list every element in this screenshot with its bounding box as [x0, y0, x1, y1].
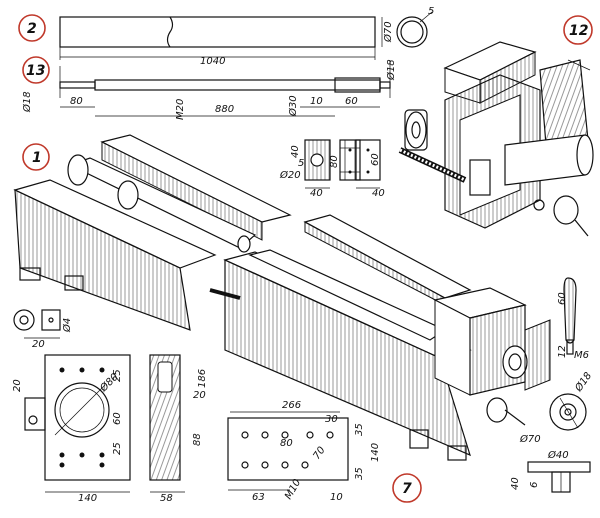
dim-wall: 5 — [428, 6, 434, 17]
callout-2: 2 — [18, 14, 46, 42]
handle-dim-m6: M6 — [574, 350, 589, 361]
front-dim-63: 63 — [252, 492, 265, 503]
plate-dim-140: 140 — [78, 493, 97, 504]
dim-60: 60 — [345, 96, 358, 107]
callout-1: 1 — [22, 143, 50, 171]
front-dim-35b: 35 — [354, 467, 365, 480]
front-plate: 266 80 70 30 35 140 35 63 M10 10 — [227, 400, 381, 503]
side-dim-186: 186 — [197, 369, 208, 388]
bracket-dim-40-right: 40 — [372, 188, 385, 199]
front-dim-30: 30 — [325, 414, 338, 425]
bracket-dim-dia20: Ø20 — [279, 169, 301, 181]
wheel-dim-dia40: Ø40 — [547, 449, 569, 461]
dim-80: 80 — [70, 96, 83, 107]
front-dim-35a: 35 — [354, 423, 365, 436]
dim-880: 880 — [215, 104, 234, 115]
dim-dia18-left: Ø18 — [21, 91, 33, 113]
tube-section-inner — [400, 20, 424, 44]
small-dim-dia4: Ø4 — [61, 318, 73, 333]
plate-dim-60: 60 — [112, 412, 123, 425]
callout-7: 7 — [392, 473, 422, 503]
front-dim-80: 80 — [280, 438, 293, 449]
plate-dim-25a: 25 — [112, 369, 123, 382]
callout-1-label: 1 — [32, 150, 42, 166]
tube-section-outer — [396, 16, 428, 48]
end-plate: 20 Ø80 25 60 25 140 186 20 88 58 — [12, 354, 208, 504]
side-dim-88: 88 — [192, 433, 203, 446]
small-dim-20: 20 — [32, 339, 45, 350]
bracket-dim-5: 5 — [298, 158, 304, 169]
handle-detail: 60 12 M6 — [557, 277, 589, 361]
bed-part-1 — [13, 134, 551, 461]
tube-part-2: 1040 Ø70 5 — [59, 6, 434, 67]
callout-12: 12 — [563, 15, 593, 45]
side-dim-58: 58 — [160, 493, 173, 504]
small-part: Ø4 20 — [13, 309, 73, 350]
callout-13-label: 13 — [26, 63, 45, 79]
bracket-detail: 40 5 Ø20 80 60 40 40 — [279, 139, 385, 199]
dim-dia70: Ø70 — [382, 21, 394, 43]
callout-12-label: 12 — [569, 23, 588, 39]
bracket-dim-80: 80 — [329, 155, 340, 168]
plate-holes — [59, 367, 105, 468]
bracket-dim-40: 40 — [290, 145, 301, 158]
wheel-dim-6: 6 — [529, 482, 540, 488]
handle-dim-12: 12 — [557, 345, 568, 358]
wheel-dim-40: 40 — [510, 477, 521, 490]
front-dim-140: 140 — [370, 443, 381, 462]
front-dim-70: 70 — [311, 445, 327, 462]
wheel-dim-dia18: Ø18 — [572, 370, 594, 395]
callout-13: 13 — [22, 56, 50, 84]
plate-dim-20: 20 — [12, 379, 23, 392]
front-dim-10: 10 — [330, 492, 343, 503]
plate-dim-25b: 25 — [112, 442, 123, 455]
dim-1040: 1040 — [200, 56, 225, 67]
callout-2-label: 2 — [27, 21, 37, 37]
dim-dia18-end: Ø18 — [385, 59, 397, 81]
screw-part-13: Ø18 Ø18 80 M20 880 Ø30 10 60 — [21, 59, 397, 120]
bracket-dim-40-bottom: 40 — [310, 188, 323, 199]
front-dim-m10: M10 — [283, 478, 303, 502]
handwheel-detail: Ø18 Ø70 Ø40 40 6 — [510, 370, 594, 493]
carriage-part-12 — [398, 41, 594, 237]
dim-dia30: Ø30 — [287, 95, 299, 117]
dim-m20: M20 — [175, 99, 186, 120]
bracket-dim-60: 60 — [370, 153, 381, 166]
front-holes — [241, 431, 334, 469]
side-dim-20: 20 — [193, 390, 206, 401]
callout-7-label: 7 — [402, 481, 412, 497]
front-dim-266: 266 — [282, 400, 301, 411]
handle-dim-60: 60 — [557, 292, 568, 305]
wheel-dim-dia70: Ø70 — [519, 433, 541, 445]
dim-10: 10 — [310, 96, 323, 107]
